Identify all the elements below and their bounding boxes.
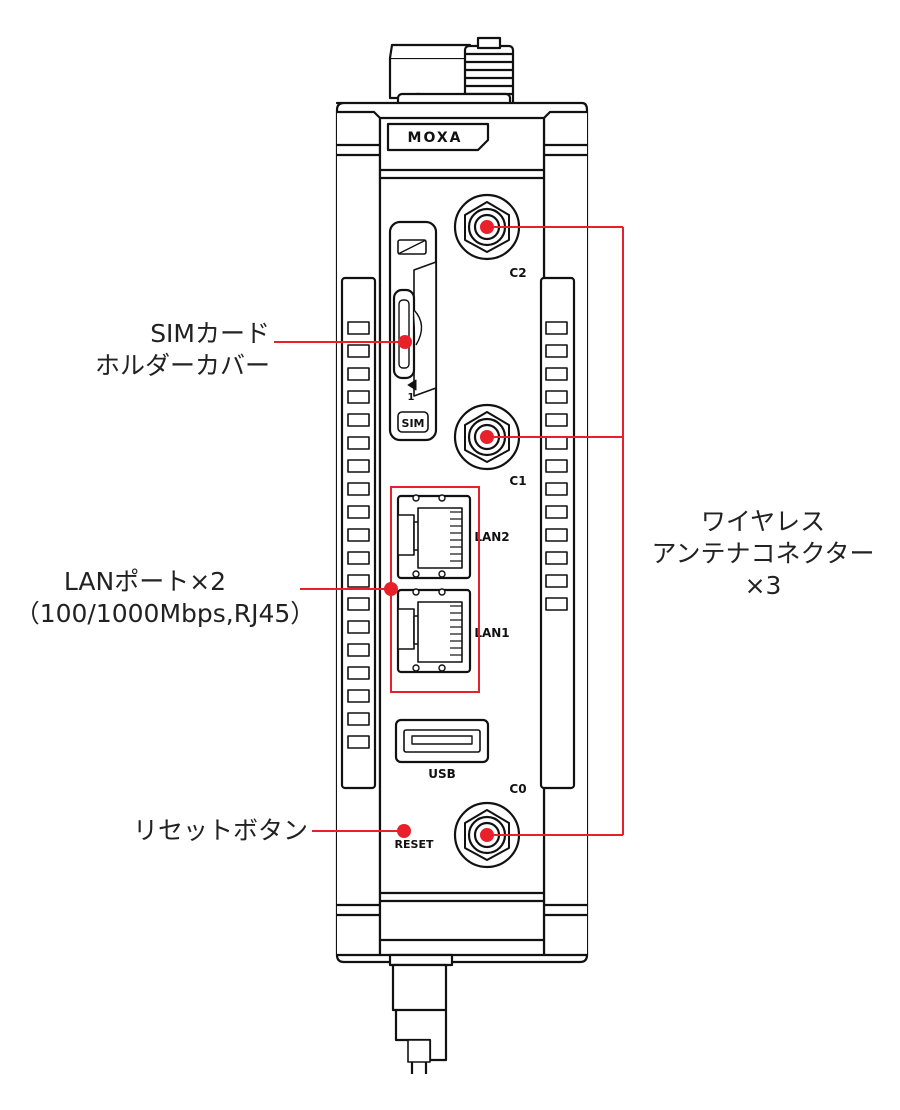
antenna-callout-line2: アンテナコネクター [651,539,875,568]
usb-port [394,718,490,764]
logo-badge [386,122,490,152]
sim-callout-line2: ホルダーカバー [94,351,270,380]
lan2-label: LAN2 [474,530,509,544]
c1-label: C1 [509,474,526,488]
sim-slot-number: 1 [408,392,415,403]
lan1-port [396,588,472,674]
right-vent-slots [545,321,568,611]
reset-label: RESET [395,838,434,851]
lan-callout: LANポート×2 （100/1000Mbps,RJ45） [0,566,330,630]
sim-label: SIM [402,417,425,430]
reset-callout-line1: リセットボタン [132,816,308,845]
antenna-callout-line3: ×3 [744,571,782,600]
moxa-logo: MOXA [408,130,463,146]
antenna-c2-marker [480,220,494,234]
device-labels: MOXA C2 C1 C0 LAN2 LAN1 USB RESET SIM 1 [395,130,527,851]
sim-callout: SIMカード ホルダーカバー [60,318,270,382]
lan1-label: LAN1 [474,626,509,640]
callout-markers [384,220,494,842]
reset-marker [397,824,411,838]
reset-callout: リセットボタン [80,815,308,847]
lan-callout-line1: LANポート×2 [63,567,227,596]
top-connector [388,36,515,114]
sim-marker [398,335,412,349]
c0-label: C0 [509,782,526,796]
antenna-callout-line1: ワイヤレス [700,507,826,536]
callout-lines [274,226,624,836]
antenna-c0-marker [480,828,494,842]
lan-callout-line2: （100/1000Mbps,RJ45） [14,599,316,628]
usb-label: USB [428,767,456,781]
lan-marker [384,582,398,596]
left-vent-slots [347,321,370,749]
din-rail-clip [388,953,454,1074]
c2-label: C2 [509,266,526,280]
sim-callout-line1: SIMカード [150,319,270,348]
antenna-c1-marker [480,430,494,444]
lan2-port [396,494,472,580]
antenna-callout: ワイヤレス アンテナコネクター ×3 [632,506,894,602]
sim-holder-cover [388,220,438,442]
